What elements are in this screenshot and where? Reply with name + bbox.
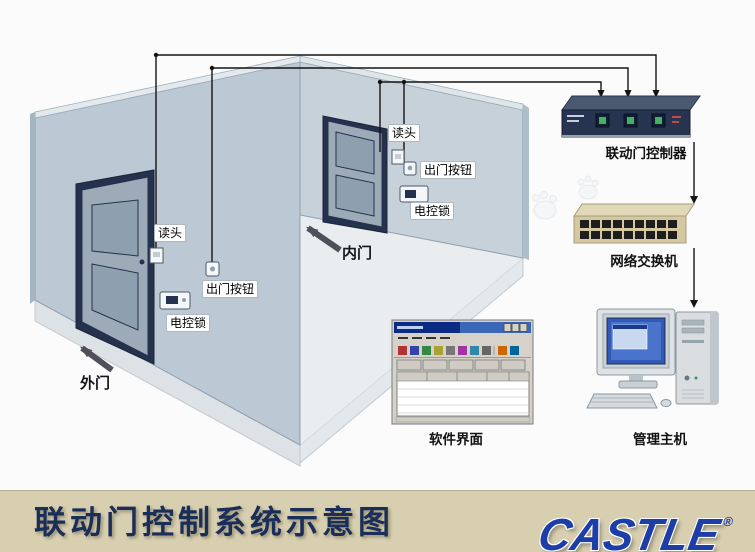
brand-logo: CASTLE® <box>535 495 738 552</box>
controller-to-switch-arrow <box>690 196 698 204</box>
software-label: 软件界面 <box>429 432 483 447</box>
page-title: 联动门控制系统示意图 <box>34 504 395 540</box>
cable-arrowheads <box>153 52 660 98</box>
inner-door-label: 内门 <box>342 245 373 262</box>
outer-reader-label: 读头 <box>154 224 187 242</box>
outer-door <box>75 169 155 365</box>
outer-door-arrow <box>80 345 114 373</box>
right-wall-side-edge <box>523 104 529 260</box>
diagram-canvas <box>30 52 719 467</box>
host-computer <box>586 308 719 409</box>
outer-exit-button-label: 出门按钮 <box>202 280 259 298</box>
host-label: 管理主机 <box>633 432 687 447</box>
outer-reader-device <box>149 247 164 264</box>
inner-exit-button-device <box>403 161 417 176</box>
brand-logo-text: CASTLE <box>535 509 725 552</box>
outer-lock-device <box>159 291 191 310</box>
outer-door-label: 外门 <box>80 375 111 392</box>
controller-label: 联动门控制器 <box>605 146 687 161</box>
switch-label: 网络交换机 <box>610 254 678 269</box>
switch-device <box>573 203 695 244</box>
software-window <box>391 319 534 425</box>
inner-exit-button-label: 出门按钮 <box>420 161 477 179</box>
controller-device <box>561 95 701 138</box>
inner-reader-label: 读头 <box>388 124 421 142</box>
inner-reader-device <box>391 149 405 165</box>
inner-lock-device <box>399 185 429 203</box>
left-wall-side-edge <box>30 112 35 304</box>
registered-trademark-icon: ® <box>722 514 735 529</box>
outer-exit-button-device <box>205 261 220 277</box>
inner-door-arrow <box>306 225 342 253</box>
inner-lock-label: 电控锁 <box>410 202 455 220</box>
cables <box>155 54 657 262</box>
outer-lock-label: 电控锁 <box>166 314 211 332</box>
switch-to-host-arrow <box>690 300 698 308</box>
footer-bar: 联动门控制系统示意图 CASTLE® <box>0 490 755 552</box>
inner-door <box>322 115 388 234</box>
